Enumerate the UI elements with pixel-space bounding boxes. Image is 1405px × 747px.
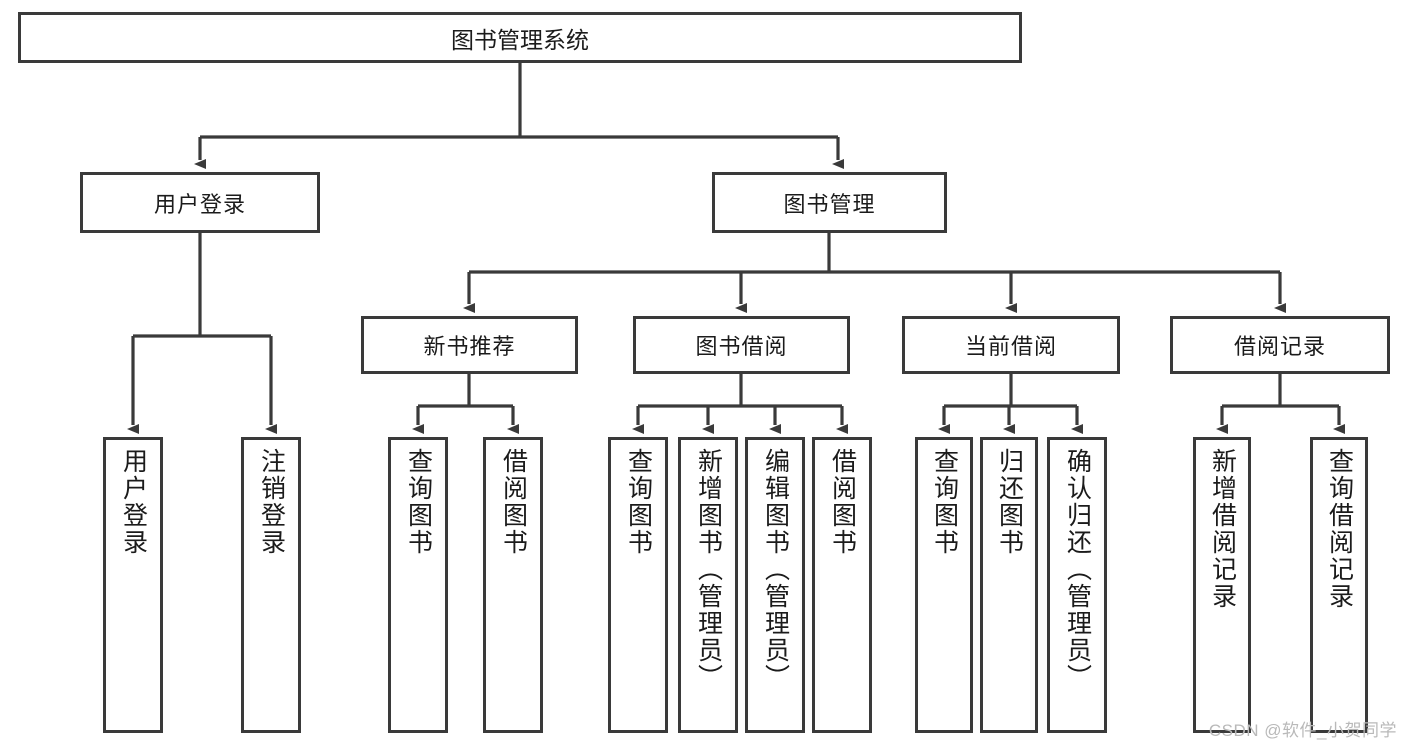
node-current-borrow[interactable]: 当前借阅 [902, 316, 1120, 374]
leaf-label: 查询借阅记录 [1325, 448, 1354, 610]
leaf-label: 查询图书 [404, 448, 433, 556]
node-user-login[interactable]: 用户登录 [80, 172, 320, 233]
leaf-borrow-edit-book-admin[interactable]: 编辑图书（管理员） [745, 437, 805, 733]
node-book-management-label: 图书管理 [783, 191, 876, 217]
node-root-label: 图书管理系统 [451, 26, 589, 53]
node-borrow-record-label: 借阅记录 [1233, 334, 1326, 359]
node-new-book-recommend-label: 新书推荐 [423, 334, 516, 359]
node-new-book-recommend[interactable]: 新书推荐 [361, 316, 578, 374]
node-current-borrow-label: 当前借阅 [964, 334, 1057, 359]
node-book-management[interactable]: 图书管理 [712, 172, 947, 233]
leaf-label: 查询图书 [624, 448, 653, 556]
node-user-login-label: 用户登录 [153, 191, 246, 217]
leaf-record-query-record[interactable]: 查询借阅记录 [1310, 437, 1368, 733]
leaf-borrow-add-book-admin[interactable]: 新增图书（管理员） [678, 437, 738, 733]
leaf-label: 确认归还（管理员） [1063, 448, 1092, 691]
leaf-label: 借阅图书 [828, 448, 857, 556]
leaf-borrow-query-book[interactable]: 查询图书 [608, 437, 668, 733]
leaf-borrow-borrow-book[interactable]: 借阅图书 [812, 437, 872, 733]
leaf-label: 编辑图书（管理员） [761, 448, 790, 691]
watermark: CSDN @软件_小贺同学 [1208, 721, 1397, 740]
node-borrow-record[interactable]: 借阅记录 [1170, 316, 1390, 374]
leaf-label: 用户登录 [119, 448, 148, 556]
leaf-label: 查询图书 [930, 448, 959, 556]
leaf-new-book-query[interactable]: 查询图书 [388, 437, 448, 733]
leaf-label: 注销登录 [257, 448, 286, 556]
leaf-label: 归还图书 [995, 448, 1024, 556]
leaf-user-login-logout[interactable]: 注销登录 [241, 437, 301, 733]
leaf-label: 新增图书（管理员） [694, 448, 723, 691]
leaf-current-confirm-return-admin[interactable]: 确认归还（管理员） [1047, 437, 1107, 733]
leaf-new-book-borrow[interactable]: 借阅图书 [483, 437, 543, 733]
node-book-borrow-label: 图书借阅 [695, 334, 788, 359]
leaf-record-add-record[interactable]: 新增借阅记录 [1193, 437, 1251, 733]
leaf-label: 新增借阅记录 [1208, 448, 1237, 610]
node-book-borrow[interactable]: 图书借阅 [633, 316, 850, 374]
leaf-label: 借阅图书 [499, 448, 528, 556]
leaf-current-return-book[interactable]: 归还图书 [980, 437, 1038, 733]
leaf-user-login-login[interactable]: 用户登录 [103, 437, 163, 733]
node-root[interactable]: 图书管理系统 [18, 12, 1022, 63]
leaf-current-query-book[interactable]: 查询图书 [915, 437, 973, 733]
